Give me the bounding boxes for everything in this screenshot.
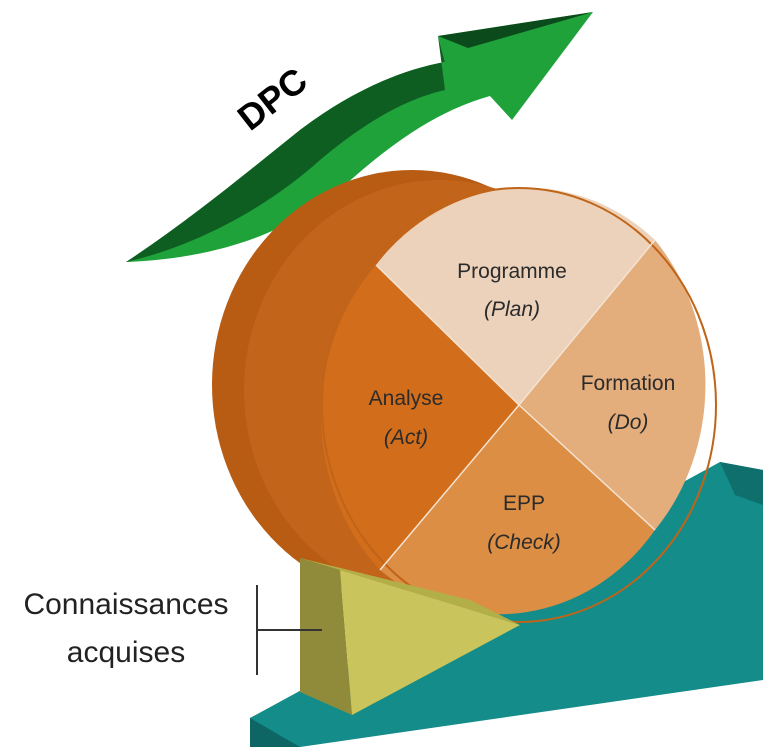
segment-do <box>519 240 706 530</box>
dpc-label: DPC <box>230 59 315 138</box>
segment-check-sub: (Check) <box>487 531 561 554</box>
segment-plan-sub: (Plan) <box>484 298 540 321</box>
dpc-arrow <box>126 12 593 262</box>
wheel-face <box>321 187 717 623</box>
segment-do-sub: (Do) <box>608 411 649 434</box>
label-bracket <box>256 585 322 675</box>
segment-do-title: Formation <box>581 372 676 395</box>
segment-check-title: EPP <box>503 492 545 515</box>
segment-plan-title: Programme <box>457 260 567 283</box>
segment-act-sub: (Act) <box>384 426 428 449</box>
segment-act-title: Analyse <box>369 387 444 410</box>
segment-check <box>380 405 655 615</box>
knowledge-wedge <box>300 558 520 715</box>
knowledge-label-line2: acquises <box>67 636 185 669</box>
knowledge-label-line1: Connaissances <box>23 588 228 621</box>
segment-plan <box>376 187 655 405</box>
segment-act <box>321 265 519 570</box>
